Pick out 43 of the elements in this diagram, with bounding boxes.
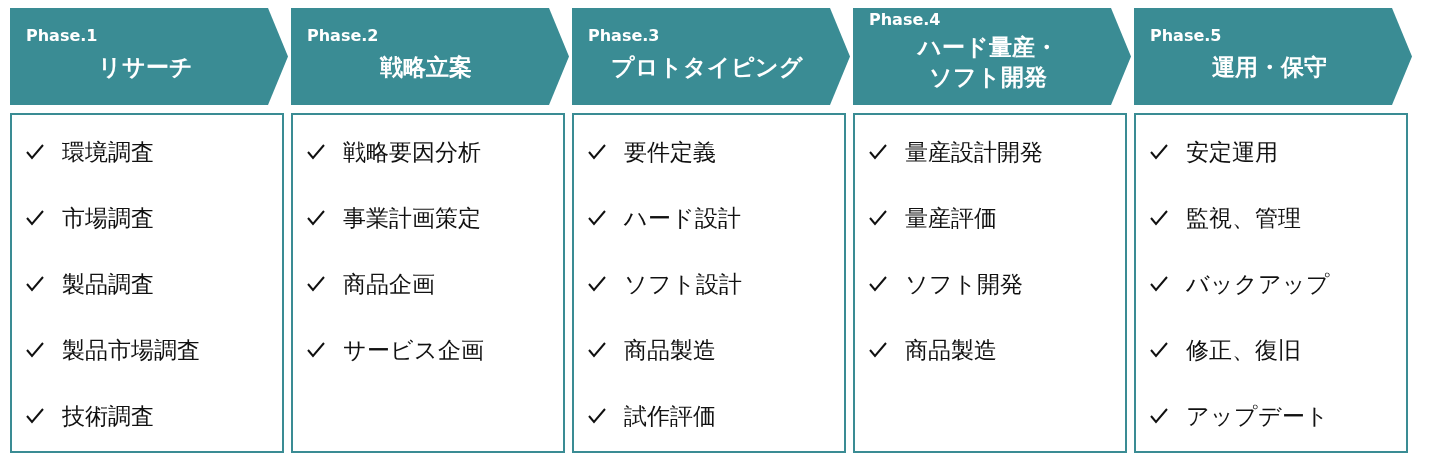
list-item: サービス企画 bbox=[343, 336, 484, 365]
list-item: 商品企画 bbox=[343, 270, 435, 299]
task-panel bbox=[291, 113, 565, 453]
phase-title: 運用・保守 bbox=[1210, 53, 1328, 82]
task-panel bbox=[10, 113, 284, 453]
list-item: アップデート bbox=[1186, 402, 1329, 431]
phase-label: Phase.3 bbox=[588, 26, 660, 45]
list-item: ハード設計 bbox=[624, 204, 741, 233]
list-item: ソフト開発 bbox=[905, 270, 1023, 299]
list-item: バックアップ bbox=[1186, 270, 1330, 299]
list-item: 環境調査 bbox=[62, 138, 154, 167]
phase-title: ハード量産・ソフト開発 bbox=[916, 33, 1059, 92]
list-item: 商品製造 bbox=[905, 336, 997, 365]
list-item: 安定運用 bbox=[1186, 138, 1278, 167]
phase-title: プロトタイピング bbox=[610, 53, 804, 82]
list-item: 技術調査 bbox=[62, 402, 154, 431]
list-item: 事業計画策定 bbox=[343, 204, 481, 233]
phase-banner bbox=[572, 8, 850, 105]
phase-title: リサーチ bbox=[96, 53, 194, 82]
phase-label: Phase.4 bbox=[869, 10, 941, 29]
task-panel bbox=[853, 113, 1127, 453]
list-item: 監視、管理 bbox=[1186, 204, 1301, 233]
list-item: 量産設計開発 bbox=[905, 138, 1043, 167]
list-item: 市場調査 bbox=[62, 204, 154, 233]
list-item: 要件定義 bbox=[624, 138, 716, 167]
phase-banner bbox=[291, 8, 569, 105]
phase-title: 戦略立案 bbox=[378, 53, 473, 82]
phase-banner bbox=[1134, 8, 1412, 105]
phase-label: Phase.1 bbox=[26, 26, 98, 45]
list-item: 戦略要因分析 bbox=[343, 138, 481, 167]
phase-label: Phase.2 bbox=[307, 26, 379, 45]
task-panel bbox=[1134, 113, 1408, 453]
phase-label: Phase.5 bbox=[1150, 26, 1222, 45]
task-panel bbox=[572, 113, 846, 453]
list-item: 修正、復旧 bbox=[1186, 336, 1301, 365]
list-item: 製品市場調査 bbox=[62, 336, 200, 365]
list-item: ソフト設計 bbox=[624, 270, 742, 299]
phase-banner bbox=[10, 8, 288, 105]
list-item: 製品調査 bbox=[62, 270, 154, 299]
phase-banner bbox=[853, 8, 1131, 105]
list-item: 商品製造 bbox=[624, 336, 716, 365]
list-item: 量産評価 bbox=[905, 204, 997, 233]
list-item: 試作評価 bbox=[624, 402, 716, 431]
